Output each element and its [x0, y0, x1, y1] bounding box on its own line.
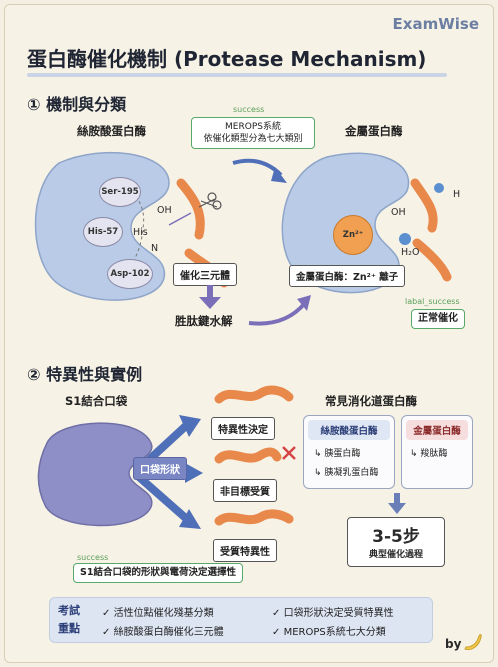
summary-item-1: ✓ 活性位點催化殘基分類: [102, 604, 214, 619]
residue-asp102: Asp-102: [107, 259, 153, 289]
h2o-label: H₂O: [401, 247, 420, 258]
page-title: 蛋白酶催化機制 (Protease Mechanism): [27, 47, 427, 71]
summary-label: 考試 重點: [58, 602, 80, 638]
bottom-success-tag: success: [77, 553, 109, 562]
check-icon: ✓: [102, 608, 111, 619]
steps-down-arrow-icon: [388, 493, 406, 514]
summary-item-1-text: 活性位點催化殘基分類: [113, 608, 214, 619]
bottom-transfer-arrow: [248, 295, 311, 326]
banana-icon: [464, 634, 482, 650]
serine-category-card: 絲胺酸蛋白酶 ↳ 胰蛋白酶 ↳ 胰凝乳蛋白酶: [303, 415, 395, 489]
specificity-box: 特異性決定: [211, 417, 275, 440]
normal-success-tag: labal_success: [405, 297, 460, 306]
h-label: H: [453, 189, 461, 200]
residue-his57: His-57: [83, 217, 123, 247]
brand-logo: ExamWise: [392, 15, 479, 33]
oh-label: OH: [157, 205, 172, 216]
summary-item-4: ✓ MEROPS系統七大分類: [272, 623, 386, 638]
section2-heading: ② 特異性與實例: [27, 365, 143, 384]
steps-caption: 典型催化過程: [368, 550, 423, 560]
serine-item-chymotrypsin-text: 胰凝乳蛋白酶: [324, 468, 379, 478]
summary-item-3-text: 絲胺酸蛋白酶催化三元體: [113, 627, 224, 638]
metallo-oh-label: OH: [391, 207, 406, 218]
serine-item-trypsin: ↳ 胰蛋白酶: [314, 449, 361, 459]
merops-note-line2: 依催化類型分為七大類別: [203, 134, 303, 144]
by-label: by: [445, 637, 462, 651]
off-target-box: 非目標受質: [213, 479, 277, 502]
summary-item-2: ✓ 口袋形狀決定受質特異性: [272, 604, 394, 619]
metallo-category-card: 金屬蛋白酶 ↳ 羧肽酶: [401, 415, 473, 489]
residue-ser195: Ser-195: [99, 177, 141, 207]
summary-item-4-text: MEROPS系統七大分類: [283, 627, 386, 638]
zinc-ion-icon: Zn²⁺: [333, 215, 373, 255]
check-icon: ✓: [272, 608, 281, 619]
off-target-substrate: [214, 447, 282, 464]
check-icon: ✓: [272, 627, 281, 638]
top-transfer-arrow: [232, 158, 287, 183]
exam-summary-panel: 考試 重點 ✓ 活性位點催化殘基分類 ✓ 口袋形狀決定受質特異性 ✓ 絲胺酸蛋白…: [49, 597, 433, 643]
title-underline: [27, 73, 447, 77]
attack-arrow: [168, 212, 192, 226]
s1-selectivity-note: S1結合口袋的形狀與電荷決定選擇性: [73, 563, 243, 583]
hydroxide-icon: [434, 183, 444, 193]
substrate-specificity-box: 受質特異性: [213, 539, 277, 562]
cross-icon: [282, 446, 296, 460]
s1-pocket-body: [37, 422, 153, 527]
normal-catalysis-note: 正常催化: [411, 309, 465, 329]
metallo-item-carboxypeptidase: ↳ 羧肽酶: [410, 449, 448, 459]
s1-pocket-label: S1結合口袋: [65, 394, 128, 408]
serine-item-trypsin-text: 胰蛋白酶: [324, 449, 361, 459]
summary-label-line2: 重點: [58, 622, 80, 635]
merops-note-line1: MEROPS系統: [225, 122, 281, 132]
steps-value: 3-5步: [372, 527, 420, 547]
metallo-category-head: 金屬蛋白酶: [406, 420, 468, 440]
steps-card: 3-5步 典型催化過程: [347, 517, 445, 567]
summary-label-line1: 考試: [58, 604, 80, 617]
metallo-protease-label: 金屬蛋白酶: [345, 124, 403, 138]
serine-item-chymotrypsin: ↳ 胰凝乳蛋白酶: [314, 468, 379, 478]
serine-protease-label: 絲胺酸蛋白酶: [77, 124, 146, 138]
down-arrow-icon: [199, 285, 221, 309]
summary-item-2-text: 口袋形狀決定受質特異性: [283, 608, 394, 619]
merops-note: MEROPS系統 依催化類型分為七大類別: [191, 117, 315, 149]
n-label: N: [151, 243, 159, 254]
metallo-ion-box: 金屬蛋白酶：Zn²⁺ 離子: [289, 265, 406, 287]
check-icon: ✓: [102, 627, 111, 638]
metallo-item-carboxypeptidase-text: 羧肽酶: [420, 449, 448, 459]
substrate-illustrations: [214, 385, 296, 526]
specific-substrate: [214, 385, 294, 404]
his-label: His: [133, 227, 148, 238]
catalytic-triad-box: 催化三元體: [173, 263, 237, 286]
scissors-icon: [198, 192, 222, 210]
serine-category-head: 絲胺酸蛋白酶: [308, 420, 390, 440]
hydrolysis-label: 胜肽鍵水解: [175, 314, 233, 328]
water-molecule-icon: [399, 233, 411, 245]
pocket-shape-box: 口袋形狀: [133, 457, 187, 480]
common-proteases-title: 常見消化道蛋白酶: [325, 394, 417, 408]
page-frame: ExamWise 蛋白酶催化機制 (Protease Mechanism) ① …: [4, 4, 494, 663]
section1-heading: ① 機制與分類: [27, 95, 127, 114]
substrate-specific: [214, 509, 294, 526]
merops-success-tag: success: [233, 105, 265, 114]
summary-item-3: ✓ 絲胺酸蛋白酶催化三元體: [102, 623, 224, 638]
metallo-peptide-chain: [410, 178, 452, 282]
